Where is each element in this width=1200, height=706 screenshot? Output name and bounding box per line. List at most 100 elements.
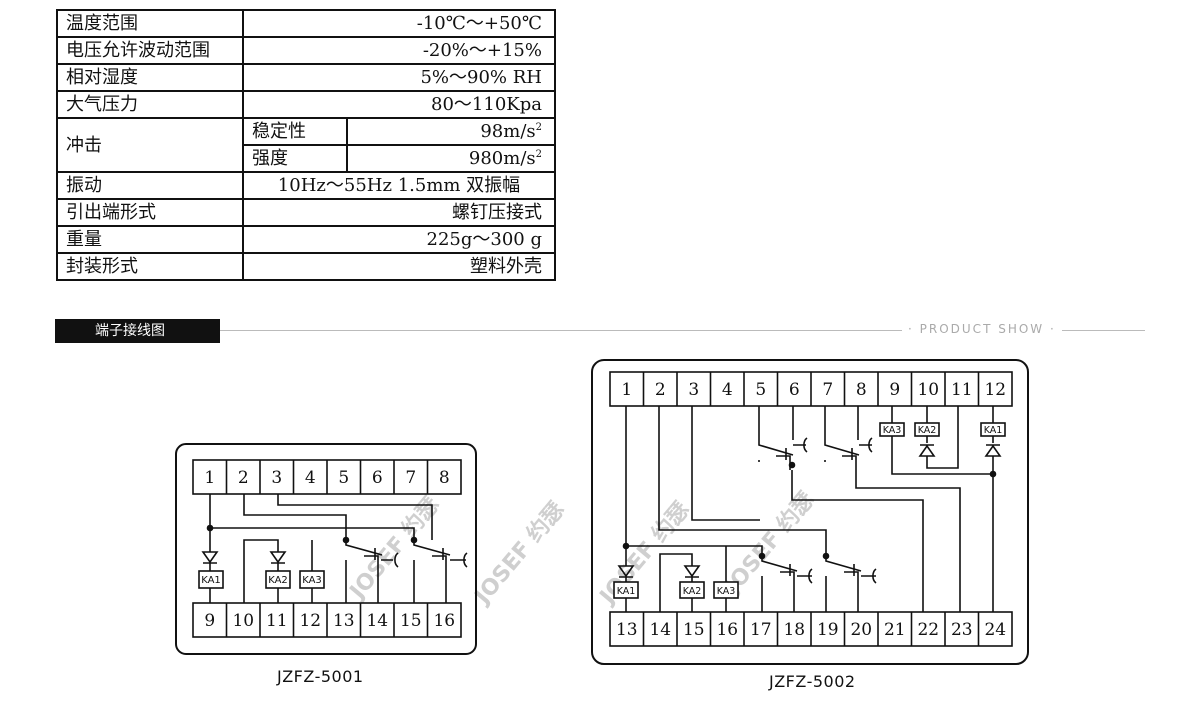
junction-dot xyxy=(788,461,796,469)
terminal-number: 11 xyxy=(266,611,288,631)
spec-value: 980m/s2 xyxy=(346,144,556,173)
section-tag: · PRODUCT SHOW · xyxy=(902,322,1062,336)
terminal-number: 13 xyxy=(616,620,638,640)
wire xyxy=(891,406,993,475)
terminal-number: 9 xyxy=(889,380,900,400)
wire xyxy=(691,546,727,612)
table-row: 重量 225g～300 g xyxy=(56,225,556,254)
spec-sublabel: 强度 xyxy=(242,144,348,173)
terminal-number: 1 xyxy=(621,380,632,400)
relay-coil xyxy=(713,581,739,599)
table-row: 冲击 稳定性 98m/s2 xyxy=(56,117,556,173)
spec-value: 80～110Kpa xyxy=(242,90,556,119)
terminal-number: 10 xyxy=(917,380,939,400)
switch-contact xyxy=(842,406,859,480)
spec-label: 温度范围 xyxy=(56,9,244,38)
terminal-number: 5 xyxy=(338,468,349,488)
table-row: 相对湿度 5%～90% RH xyxy=(56,63,556,92)
diagram-model-label: JZFZ-5001 xyxy=(277,667,364,686)
junction-dot xyxy=(342,536,350,544)
relay-coil xyxy=(198,570,224,589)
junction-dot xyxy=(758,552,766,560)
junction-dot xyxy=(410,536,418,544)
wire xyxy=(625,577,693,582)
terminal-number: 8 xyxy=(439,468,450,488)
junction-dot xyxy=(989,470,997,478)
terminal-number: 22 xyxy=(917,620,939,640)
diagram-5002 xyxy=(591,359,1029,665)
spec-value: -20%～+15% xyxy=(242,36,556,65)
terminal-number: 18 xyxy=(783,620,805,640)
terminal-number: 4 xyxy=(305,468,316,488)
relay-label-ka3: KA3 xyxy=(717,586,736,597)
wire xyxy=(625,406,763,556)
switch-contact xyxy=(758,406,794,462)
terminal-number: 3 xyxy=(271,468,282,488)
relay-coil xyxy=(265,570,291,589)
terminal-number: 13 xyxy=(333,611,355,631)
contact-arc xyxy=(463,552,468,568)
terminal-number: 7 xyxy=(405,468,416,488)
spec-label: 大气压力 xyxy=(56,90,244,119)
relay-label-ka2: KA2 xyxy=(268,575,288,586)
terminal-number: 14 xyxy=(649,620,671,640)
terminal-number: 11 xyxy=(951,380,973,400)
contact-arc xyxy=(394,552,399,568)
wire xyxy=(243,494,347,540)
wire xyxy=(209,494,415,540)
table-row: 大气压力 80～110Kpa xyxy=(56,90,556,119)
spec-value: 98m/s2 xyxy=(346,117,556,146)
terminal-number: 23 xyxy=(951,620,973,640)
terminal-number: 19 xyxy=(817,620,839,640)
contact-arc xyxy=(803,437,808,453)
terminal-number: 7 xyxy=(822,380,833,400)
spec-label: 电压允许波动范围 xyxy=(56,36,244,65)
relay-coil xyxy=(679,581,705,599)
junction-dot xyxy=(206,524,214,532)
terminal-number: 14 xyxy=(366,611,388,631)
table-row: 温度范围 -10℃～+50℃ xyxy=(56,9,556,38)
diode-icon xyxy=(269,551,287,564)
wire xyxy=(243,539,279,603)
diode-icon xyxy=(984,444,1002,457)
terminal-number: 15 xyxy=(400,611,422,631)
unit-superscript: 2 xyxy=(535,149,542,160)
junction-dot xyxy=(822,552,830,560)
terminal-number: 21 xyxy=(884,620,906,640)
contact-arc xyxy=(872,568,877,584)
spec-label: 相对湿度 xyxy=(56,63,244,92)
terminal-number: 24 xyxy=(984,620,1006,640)
switch-contact xyxy=(413,540,451,603)
table-row: 引出端形式 螺钉压接式 xyxy=(56,198,556,227)
terminal-dividers xyxy=(642,372,980,406)
spec-value: 10Hz～55Hz 1.5mm 双振幅 xyxy=(242,171,556,200)
table-row: 封装形式 塑料外壳 xyxy=(56,252,556,281)
contact-arc xyxy=(868,437,873,453)
terminal-number: 9 xyxy=(204,611,215,631)
section-title: 端子接线图 xyxy=(55,319,220,343)
terminal-number: 10 xyxy=(232,611,254,631)
switch-contact xyxy=(780,564,795,612)
section-tag-text: PRODUCT SHOW xyxy=(919,322,1045,336)
terminal-dividers xyxy=(225,460,429,494)
relay-labels: KA1 KA2 KA3 KA3 KA2 KA1 xyxy=(617,425,1003,597)
relay-label-ka3: KA3 xyxy=(302,575,322,586)
spec-value: 塑料外壳 xyxy=(242,252,556,281)
spec-label: 重量 xyxy=(56,225,244,254)
spec-value: -10℃～+50℃ xyxy=(242,9,556,38)
spec-label: 封装形式 xyxy=(56,252,244,281)
terminal-number: 17 xyxy=(750,620,772,640)
switch-contact xyxy=(432,548,447,603)
terminal-number: 4 xyxy=(722,380,733,400)
contact-arc xyxy=(808,568,813,584)
relay-labels: KA1 KA2 KA3 xyxy=(201,575,322,586)
wire xyxy=(855,480,961,612)
terminal-number: 2 xyxy=(655,380,666,400)
switch-contact xyxy=(776,406,794,470)
relay-label-ka2: KA2 xyxy=(918,425,937,436)
spec-value-text: 98m/s xyxy=(480,121,536,142)
switch-contact xyxy=(825,556,862,612)
spec-value-text: 980m/s xyxy=(468,148,536,169)
